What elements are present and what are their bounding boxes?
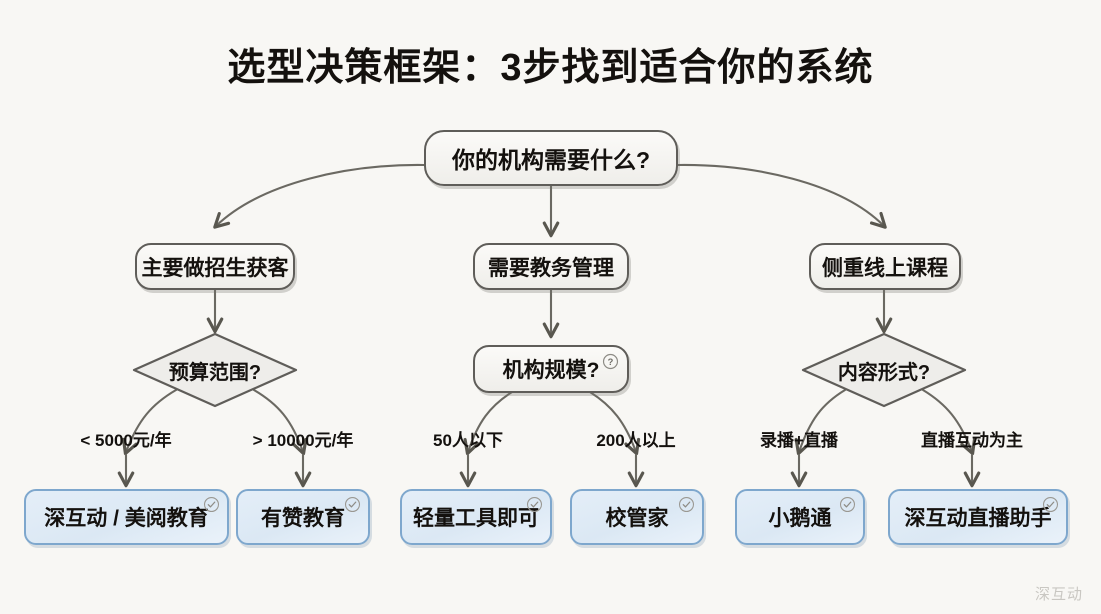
edge-label-0-0: < 5000元/年 bbox=[80, 431, 172, 450]
result-node-2-0[interactable]: 小鹅通 bbox=[735, 489, 865, 545]
check-circle-icon bbox=[526, 496, 543, 513]
page-title: 选型决策框架：3步找到适合你的系统 bbox=[227, 47, 874, 89]
category-node-2-label: 侧重线上课程 bbox=[822, 256, 948, 280]
decision-node-0-label: 预算范围? bbox=[168, 361, 262, 384]
result-node-0-0[interactable]: 深互动 / 美阅教育 bbox=[24, 489, 229, 545]
check-circle-icon bbox=[839, 496, 856, 513]
diamond-shape-0 bbox=[132, 332, 298, 408]
edge-label-2-1: 直播互动为主 bbox=[921, 431, 1023, 450]
edge-label-2-0: 录播+直播 bbox=[760, 431, 838, 450]
result-node-2-1[interactable]: 深互动直播助手 bbox=[888, 489, 1068, 545]
check-circle-icon bbox=[203, 496, 220, 513]
result-node-1-1-label: 校管家 bbox=[605, 507, 669, 530]
decision-node-2-label: 内容形式? bbox=[837, 361, 931, 384]
root-node[interactable]: 你的机构需要什么? bbox=[424, 130, 678, 186]
decision-node-1[interactable]: 机构规模? ? bbox=[473, 345, 629, 393]
edge-label-1-1: 200人以上 bbox=[596, 431, 676, 450]
category-node-0[interactable]: 主要做招生获客 bbox=[135, 243, 295, 290]
edge-label-0-1: > 10000元/年 bbox=[252, 431, 354, 450]
result-node-0-1[interactable]: 有赞教育 bbox=[236, 489, 370, 545]
category-node-1[interactable]: 需要教务管理 bbox=[473, 243, 629, 290]
root-node-label: 你的机构需要什么? bbox=[451, 147, 651, 173]
check-circle-icon bbox=[678, 496, 695, 513]
svg-text:?: ? bbox=[608, 357, 614, 367]
result-node-1-0[interactable]: 轻量工具即可 bbox=[400, 489, 552, 545]
decision-node-1-label: 机构规模? bbox=[502, 359, 600, 382]
watermark: 深互动 bbox=[1034, 586, 1083, 603]
check-circle-icon bbox=[1042, 496, 1059, 513]
help-circle-icon[interactable]: ? bbox=[602, 353, 619, 370]
result-node-0-1-label: 有赞教育 bbox=[261, 507, 345, 530]
edge-label-1-0: 50人以下 bbox=[433, 431, 503, 450]
result-node-2-1-label: 深互动直播助手 bbox=[904, 507, 1052, 530]
result-node-0-0-label: 深互动 / 美阅教育 bbox=[44, 507, 209, 530]
check-circle-icon bbox=[344, 496, 361, 513]
diamond-shape-2 bbox=[801, 332, 967, 408]
decision-node-2[interactable]: 内容形式? bbox=[799, 330, 969, 410]
result-node-2-0-label: 小鹅通 bbox=[768, 507, 832, 530]
edge-root-to-branch-2 bbox=[676, 163, 887, 229]
category-node-1-label: 需要教务管理 bbox=[488, 256, 614, 280]
edge-root-to-branch-0 bbox=[213, 163, 426, 229]
category-node-2[interactable]: 侧重线上课程 bbox=[809, 243, 961, 290]
result-node-1-0-label: 轻量工具即可 bbox=[413, 507, 539, 530]
result-node-1-1[interactable]: 校管家 bbox=[570, 489, 704, 545]
decision-node-0[interactable]: 预算范围? bbox=[130, 330, 300, 410]
category-node-0-label: 主要做招生获客 bbox=[141, 256, 289, 280]
